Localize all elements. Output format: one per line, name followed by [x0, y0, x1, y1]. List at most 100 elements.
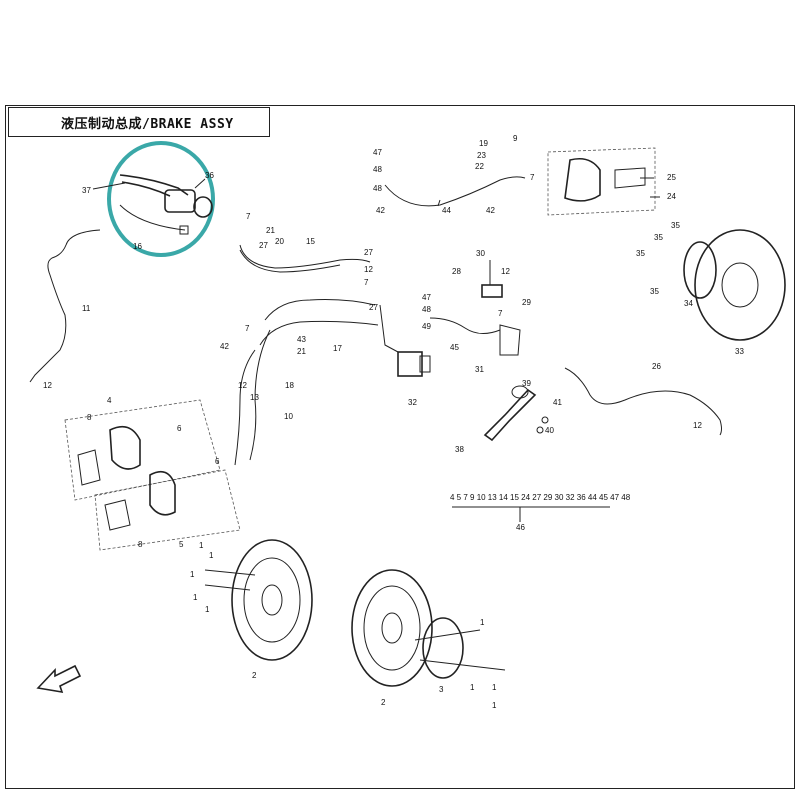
label-42c: 42 [220, 342, 229, 351]
label-35a: 35 [671, 221, 680, 230]
label-39: 39 [522, 379, 531, 388]
label-38: 38 [455, 445, 464, 454]
diagram-title: 液压制动总成/BRAKE ASSY [8, 107, 270, 137]
label-48c: 48 [422, 305, 431, 314]
label-7d: 7 [364, 278, 369, 287]
diagram-frame [5, 105, 795, 789]
label-19: 19 [479, 139, 488, 148]
label-35b: 35 [654, 233, 663, 242]
hose-44 [384, 176, 526, 207]
label-32: 32 [408, 398, 417, 407]
label-27b: 27 [364, 248, 373, 257]
brake-pedal-icon [483, 385, 549, 442]
label-8b: 8 [138, 540, 143, 549]
label-1b: 1 [209, 551, 214, 560]
label-6a: 6 [177, 424, 182, 433]
label-6b: 6 [215, 457, 220, 466]
label-37: 37 [82, 186, 91, 195]
label-16: 16 [133, 242, 142, 251]
label-1a: 1 [199, 541, 204, 550]
label-44: 44 [442, 206, 451, 215]
label-27c: 27 [369, 303, 378, 312]
label-35d: 35 [650, 287, 659, 296]
front-disc-right [351, 569, 506, 687]
label-12a: 12 [43, 381, 52, 390]
label-1c: 1 [190, 570, 195, 579]
forward-arrow-icon [36, 664, 82, 694]
label-40: 40 [545, 426, 554, 435]
brake-disc-icon [683, 229, 786, 341]
label-46: 46 [516, 523, 525, 532]
label-33: 33 [735, 347, 744, 356]
hose-45 [429, 317, 501, 334]
label-42a: 42 [376, 206, 385, 215]
label-15: 15 [306, 237, 315, 246]
label-1e: 1 [205, 605, 210, 614]
label-21b: 21 [297, 347, 306, 356]
label-12d: 12 [238, 381, 247, 390]
label-34: 34 [684, 299, 693, 308]
label-45: 45 [450, 343, 459, 352]
label-31: 31 [475, 365, 484, 374]
label-35c: 35 [636, 249, 645, 258]
rear-caliper-box [547, 147, 656, 216]
label-30: 30 [476, 249, 485, 258]
label-41: 41 [553, 398, 562, 407]
label-47b: 47 [422, 293, 431, 302]
brake-lever-icon [119, 174, 213, 235]
label-7c: 7 [498, 309, 503, 318]
label-12b: 12 [501, 267, 510, 276]
label-12c: 12 [364, 265, 373, 274]
label-29: 29 [522, 298, 531, 307]
brake-caliper-icon [64, 399, 241, 551]
label-43: 43 [297, 335, 306, 344]
cable-26 [564, 367, 722, 436]
label-2a: 2 [252, 671, 257, 680]
label-7e: 7 [245, 324, 250, 333]
label-5: 5 [179, 540, 184, 549]
label-42b: 42 [486, 206, 495, 215]
label-7b: 7 [530, 173, 535, 182]
label-1g: 1 [470, 683, 475, 692]
label-3: 3 [439, 685, 444, 694]
label-12e: 12 [693, 421, 702, 430]
label-11: 11 [82, 304, 91, 313]
label-49: 49 [422, 322, 431, 331]
label-1f: 1 [480, 618, 485, 627]
label-1h: 1 [492, 683, 497, 692]
hose-15 [239, 244, 371, 269]
abs-pump-icon [379, 304, 431, 377]
label-18: 18 [285, 381, 294, 390]
label-20: 20 [275, 237, 284, 246]
bracket-46 [452, 506, 610, 522]
label-48b: 48 [373, 184, 382, 193]
label-21a: 21 [266, 226, 275, 235]
highlight-circle [107, 141, 215, 257]
label-4: 4 [107, 396, 112, 405]
label-9: 9 [513, 134, 518, 143]
front-disc-left [204, 539, 313, 661]
label-36: 36 [205, 171, 214, 180]
label-47a: 47 [373, 148, 382, 157]
label-13: 13 [250, 393, 259, 402]
label-1i: 1 [492, 701, 497, 710]
label-1d: 1 [193, 593, 198, 602]
label-25: 25 [667, 173, 676, 182]
label-10: 10 [284, 412, 293, 421]
label-7a: 7 [246, 212, 251, 221]
label-17: 17 [333, 344, 342, 353]
hose-17 [264, 299, 376, 321]
label-24: 24 [667, 192, 676, 201]
label-23: 23 [477, 151, 486, 160]
label-22: 22 [475, 162, 484, 171]
label-2b: 2 [381, 698, 386, 707]
wheel-sensor-icon [481, 260, 521, 356]
label-28: 28 [452, 267, 461, 276]
label-26: 26 [652, 362, 661, 371]
label-27a: 27 [259, 241, 268, 250]
cable-11 [29, 229, 101, 383]
bracket-46-values: 4 5 7 9 10 13 14 15 24 27 29 30 32 36 44… [450, 493, 631, 502]
label-8a: 8 [87, 413, 92, 422]
label-48a: 48 [373, 165, 382, 174]
